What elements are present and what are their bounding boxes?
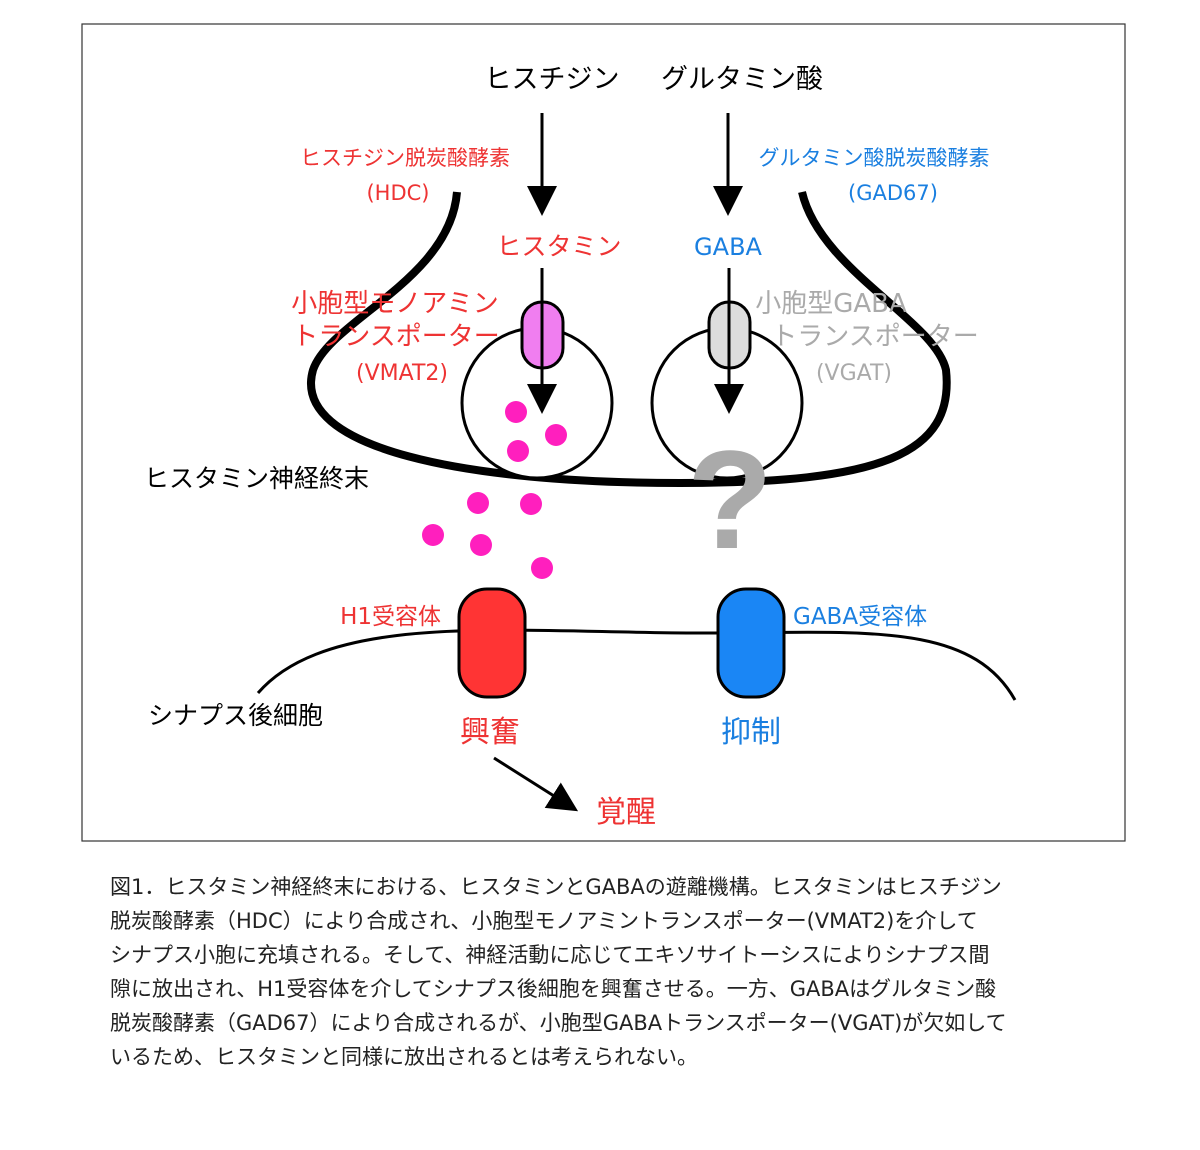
caption-line: シナプス小胞に充填される。そして、神経活動に応じてエキソサイトーシスによりシナプ… (110, 943, 990, 967)
vgat-label-line1: 小胞型GABA (755, 289, 907, 319)
terminal-membrane (307, 191, 951, 488)
hdc-abbr: (HDC) (366, 181, 429, 205)
gaba-label: GABA (694, 233, 762, 261)
figure: ? ヒスチジン グルタミン酸 ヒスチジン脱炭酸酵素 (HDC) グルタミン酸脱炭… (81, 23, 1126, 842)
histamine-molecule (531, 557, 553, 579)
histamine-molecule (467, 492, 489, 514)
gad-name: グルタミン酸脱炭酸酵素 (759, 146, 990, 170)
gaba-receptor-label: GABA受容体 (793, 604, 927, 630)
vgat-label-line2: トランスポーター (771, 322, 978, 352)
postsynaptic-membrane (256, 628, 1017, 701)
caption-line: いるため、ヒスタミンと同様に放出されるとは考えられない。 (110, 1045, 698, 1069)
hdc-name: ヒスチジン脱炭酸酵素 (300, 146, 510, 170)
vmat2-label-line1: 小胞型モノアミン (291, 289, 498, 319)
vmat2-abbr: (VMAT2) (356, 361, 448, 386)
histamine-molecule (470, 534, 492, 556)
precursor-histidine-label: ヒスチジン (485, 64, 620, 95)
figure-caption: 図1．ヒスタミン神経終末における、ヒスタミンとGABAの遊離機構。ヒスタミンはヒ… (110, 870, 1120, 1074)
histamine-molecule (422, 524, 444, 546)
caption-line: 脱炭酸酵素（HDC）により合成され、小胞型モノアミントランスポーター(VMAT2… (110, 909, 978, 933)
histamine-label: ヒスタミン (496, 232, 621, 261)
histamine-molecules (422, 401, 567, 579)
precursor-glutamate-label: グルタミン酸 (661, 64, 823, 95)
gad-abbr: (GAD67) (848, 181, 938, 205)
terminal-label: ヒスタミン神経終末 (144, 464, 369, 493)
histamine-molecule (520, 493, 542, 515)
h1-receptor-shape (457, 587, 527, 699)
unknown-release-question-mark: ? (687, 421, 773, 578)
vmat2-label-line2: トランスポーター (292, 322, 499, 352)
histamine-molecule (545, 424, 567, 446)
figure-border (81, 23, 1126, 842)
caption-line: 隙に放出され、H1受容体を介してシナプス後細胞を興奮させる。一方、GABAはグル… (110, 977, 997, 1001)
inhibition-label: 抑制 (721, 715, 781, 750)
vgat-abbr: (VGAT) (816, 361, 892, 386)
arrow-excitation-to-arousal (493, 756, 579, 812)
histamine-molecule (507, 440, 529, 462)
gaba-receptor-shape (716, 587, 786, 699)
h1-receptor-label: H1受容体 (340, 604, 441, 630)
excitation-label: 興奮 (460, 715, 520, 750)
synapse-diagram: ? ヒスチジン グルタミン酸 ヒスチジン脱炭酸酵素 (HDC) グルタミン酸脱炭… (81, 23, 1126, 842)
histamine-molecule (505, 401, 527, 423)
postsynaptic-label: シナプス後細胞 (148, 701, 323, 730)
caption-line: 図1．ヒスタミン神経終末における、ヒスタミンとGABAの遊離機構。ヒスタミンはヒ… (110, 875, 1002, 899)
arousal-label: 覚醒 (596, 795, 656, 830)
caption-line: 脱炭酸酵素（GAD67）により合成されるが、小胞型GABAトランスポーター(VG… (110, 1011, 1007, 1035)
